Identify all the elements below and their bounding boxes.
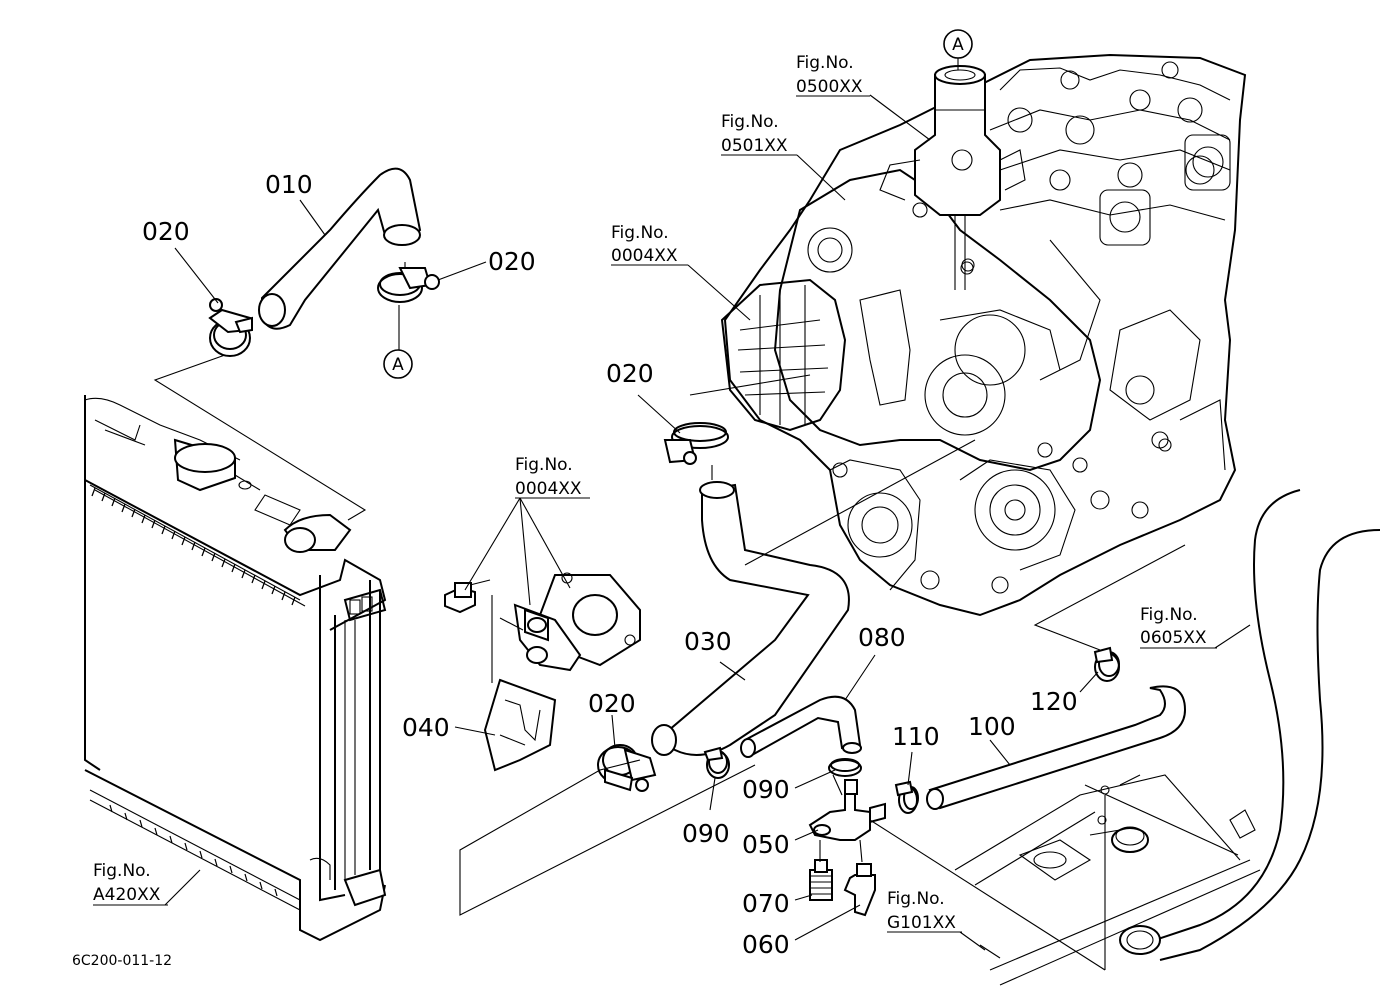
thermostat-housing: [879, 65, 1026, 290]
svg-text:0501XX: 0501XX: [721, 136, 788, 156]
callout-labels: 010 020 020 020 030 040 020 080 120 100 …: [142, 170, 1078, 959]
callout-090-left: 090: [682, 819, 730, 848]
svg-text:Fig.No.: Fig.No.: [611, 223, 669, 243]
callout-090-right: 090: [742, 775, 790, 804]
radiator: [84, 395, 387, 942]
svg-text:Fig.No.: Fig.No.: [1140, 605, 1198, 625]
connector-a-bottom-label: A: [392, 355, 404, 375]
svg-text:0605XX: 0605XX: [1140, 628, 1207, 648]
hose-010: [258, 167, 422, 330]
callout-080: 080: [858, 623, 906, 652]
clamp-090-left: [703, 746, 730, 779]
clamp-090-right: [828, 758, 862, 777]
fig-ref-0501xx: Fig.No. 0501XX: [721, 112, 797, 156]
fig-ref-0004xx-top: Fig.No. 0004XX: [611, 223, 688, 266]
clamp-020-mid: [663, 422, 729, 465]
leader-lines: [164, 94, 1251, 951]
fitting-070: [809, 859, 833, 901]
radiator-top-fins: [91, 487, 296, 606]
fig-refs: Fig.No. 0500XX Fig.No. 0501XX Fig.No. 00…: [93, 53, 1217, 933]
hose-030: [651, 481, 850, 756]
svg-text:0004XX: 0004XX: [515, 479, 582, 499]
callout-120: 120: [1030, 687, 1078, 716]
fig-ref-0605xx: Fig.No. 0605XX: [1140, 605, 1217, 649]
fig-ref-0004xx-mid: Fig.No. 0004XX: [515, 455, 590, 499]
connector-a-bottom: A: [383, 305, 413, 379]
frame-g101xx: [869, 774, 1261, 986]
connector-a-top: A: [943, 29, 973, 70]
connector-a-top-label: A: [952, 35, 964, 55]
svg-text:A420XX: A420XX: [93, 885, 161, 905]
t-fitting-050: [808, 779, 886, 841]
callout-070: 070: [742, 889, 790, 918]
callout-110: 110: [892, 722, 940, 751]
clamp-020-low: [597, 744, 657, 792]
callout-100: 100: [968, 712, 1016, 741]
hose-100: [926, 685, 1187, 810]
engine-block: [720, 53, 1247, 617]
callout-020-low: 020: [588, 689, 636, 718]
svg-text:0004XX: 0004XX: [611, 246, 678, 266]
svg-text:G101XX: G101XX: [887, 913, 956, 933]
clamp-110: [894, 780, 919, 814]
callout-020-mid: 020: [606, 359, 654, 388]
callout-030: 030: [684, 627, 732, 656]
diagram-code: 6C200-011-12: [72, 953, 172, 969]
fig-ref-a420xx: Fig.No. A420XX: [93, 861, 168, 906]
flange-gasket: [513, 572, 641, 672]
radiator-bottom-fins: [109, 804, 278, 897]
clamp-020-right: [377, 262, 440, 303]
fig-ref-0500xx: Fig.No. 0500XX: [796, 53, 870, 97]
clamp-020-left: [208, 298, 253, 357]
fig-ref-g101xx: Fig.No. G101XX: [887, 889, 962, 933]
callout-020-top-left: 020: [142, 217, 190, 246]
bracket-040: [483, 678, 557, 772]
drain-cock-060: [843, 863, 876, 917]
callout-060: 060: [742, 930, 790, 959]
svg-text:Fig.No.: Fig.No.: [721, 112, 779, 132]
svg-text:Fig.No.: Fig.No.: [796, 53, 854, 73]
svg-text:0500XX: 0500XX: [796, 77, 863, 97]
hose-080: [740, 695, 862, 758]
callout-020-top-right: 020: [488, 247, 536, 276]
svg-text:Fig.No.: Fig.No.: [515, 455, 573, 475]
callout-050: 050: [742, 830, 790, 859]
svg-text:Fig.No.: Fig.No.: [887, 889, 945, 909]
hose-0605xx: [1119, 489, 1380, 961]
svg-text:Fig.No.: Fig.No.: [93, 861, 151, 881]
callout-010: 010: [265, 170, 313, 199]
clamp-120: [1093, 646, 1120, 682]
callout-040: 040: [402, 713, 450, 742]
